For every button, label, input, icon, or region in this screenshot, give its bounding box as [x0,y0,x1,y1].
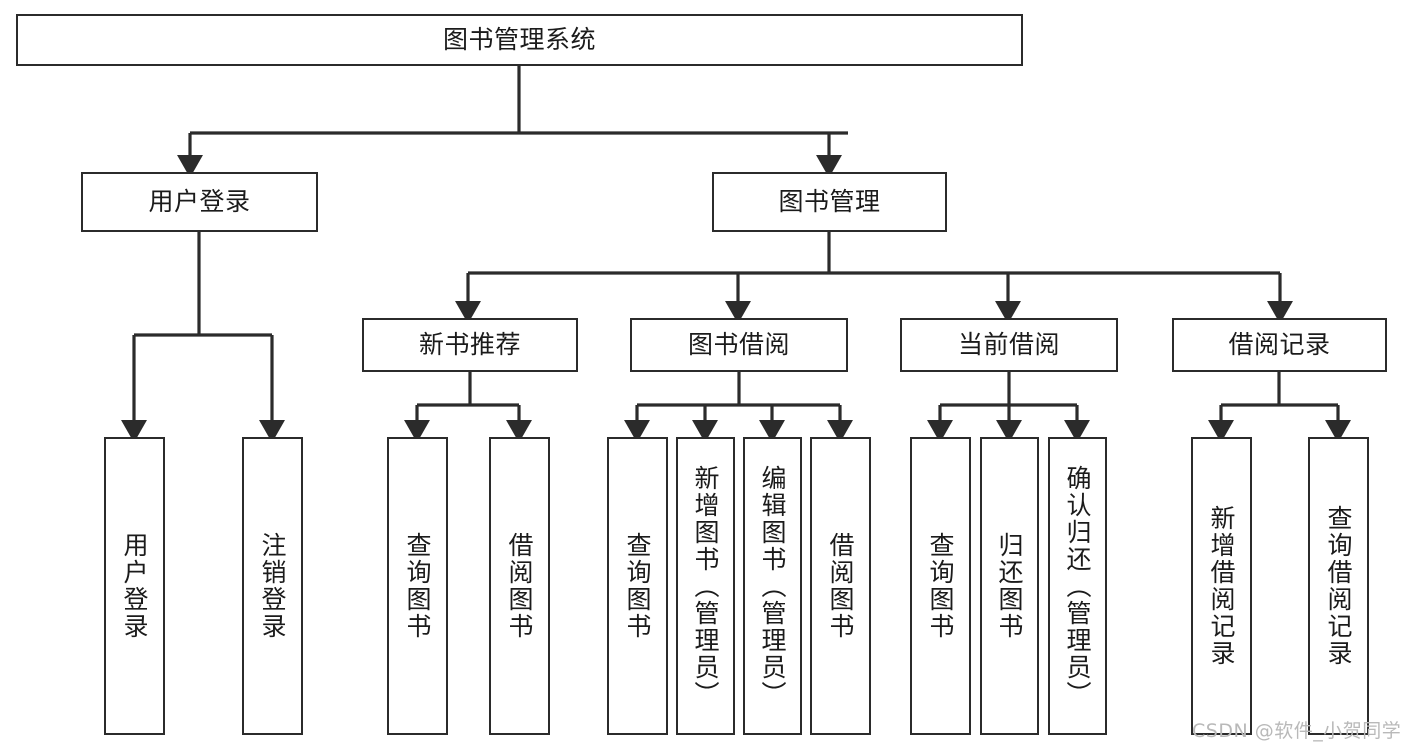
node-leaf-label: 查询图书 [623,532,652,640]
node-leaf-book-borrow-edit[interactable]: 编辑图书（管理员） [743,437,802,735]
node-leaf-label: 借阅图书 [826,532,855,640]
node-book-borrow[interactable]: 图书借阅 [630,318,848,372]
node-root-label: 图书管理系统 [442,25,596,55]
node-leaf-label: 编辑图书（管理员） [758,464,787,708]
node-leaf-book-borrow-add[interactable]: 新增图书（管理员） [676,437,735,735]
node-leaf-borrow-record-query[interactable]: 查询借阅记录 [1308,437,1369,735]
node-leaf-current-borrow-return[interactable]: 归还图书 [980,437,1039,735]
node-current-borrow[interactable]: 当前借阅 [900,318,1118,372]
node-new-book-recommend[interactable]: 新书推荐 [362,318,578,372]
node-current-borrow-label: 当前借阅 [957,330,1060,360]
node-leaf-label: 借阅图书 [505,532,534,640]
node-borrow-record-label: 借阅记录 [1228,330,1331,360]
node-leaf-current-borrow-confirm[interactable]: 确认归还（管理员） [1048,437,1107,735]
node-borrow-record[interactable]: 借阅记录 [1172,318,1387,372]
node-leaf-label: 确认归还（管理员） [1063,464,1092,708]
node-root-book-management-system[interactable]: 图书管理系统 [16,14,1023,66]
node-leaf-book-borrow-query[interactable]: 查询图书 [607,437,668,735]
node-leaf-user-login-logout[interactable]: 注销登录 [242,437,303,735]
node-new-book-recommend-label: 新书推荐 [418,330,521,360]
node-leaf-label: 查询借阅记录 [1324,505,1353,667]
node-book-management-label: 图书管理 [778,187,881,217]
node-leaf-label: 新增借阅记录 [1207,505,1236,667]
node-leaf-label: 用户登录 [120,532,149,640]
node-book-management[interactable]: 图书管理 [712,172,947,232]
node-book-borrow-label: 图书借阅 [687,330,790,360]
node-leaf-new-book-borrow[interactable]: 借阅图书 [489,437,550,735]
node-leaf-label: 注销登录 [258,532,287,640]
csdn-watermark: CSDN @软件_小贺同学 [1192,720,1402,742]
node-user-login[interactable]: 用户登录 [81,172,318,232]
node-leaf-label: 查询图书 [403,532,432,640]
node-user-login-label: 用户登录 [148,187,251,217]
node-leaf-label: 归还图书 [995,532,1024,640]
node-leaf-current-borrow-query[interactable]: 查询图书 [910,437,971,735]
node-leaf-book-borrow-borrow[interactable]: 借阅图书 [810,437,871,735]
node-leaf-label: 查询图书 [926,532,955,640]
node-leaf-user-login-login[interactable]: 用户登录 [104,437,165,735]
node-leaf-label: 新增图书（管理员） [691,464,720,708]
node-leaf-new-book-query[interactable]: 查询图书 [387,437,448,735]
node-leaf-borrow-record-add[interactable]: 新增借阅记录 [1191,437,1252,735]
